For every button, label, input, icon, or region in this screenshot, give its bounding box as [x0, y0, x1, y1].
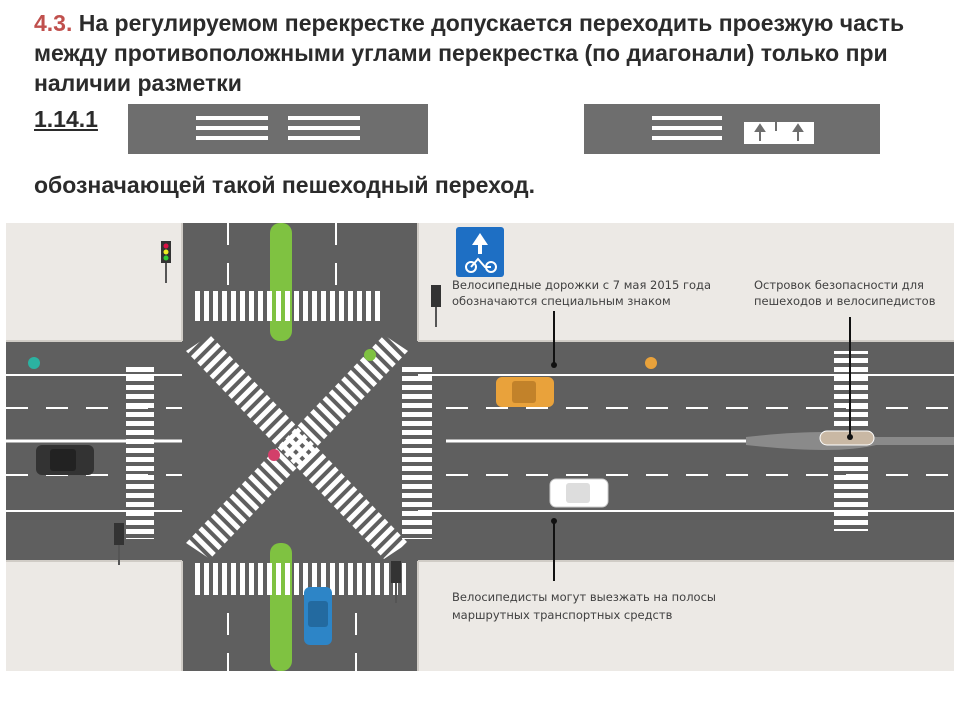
green-bike-lane-bottom — [270, 543, 292, 671]
callout-island-1: Островок безопасности для — [754, 278, 924, 292]
rule-body: На регулируемом перекрестке допускается … — [34, 10, 905, 96]
rule-text-end: обозначающей такой пешеходный переход. — [34, 172, 536, 198]
crosswalk-right — [402, 363, 432, 539]
marking-sample-plain — [128, 104, 428, 154]
green-bike-lane-top — [270, 223, 292, 341]
callout-bus-lane-1: Велосипедисты могут выезжать на полосы — [452, 590, 716, 604]
crosswalk-left — [126, 363, 154, 539]
rule-number: 4.3. — [34, 10, 73, 36]
crosswalk-bottom — [194, 563, 406, 595]
callout-island-2: пешеходов и велосипедистов — [754, 294, 936, 308]
marking-sample-arrows — [584, 104, 880, 154]
callout-bike-paths-2: обозначаются специальным знаком — [452, 294, 671, 308]
callout-bus-lane-2: маршрутных транспортных средств — [452, 608, 673, 622]
police-car — [549, 478, 609, 508]
intersection-illustration: Велосипедные дорожки с 7 мая 2015 года о… — [6, 223, 954, 671]
taxi-car — [496, 377, 554, 407]
rule-text: 4.3. На регулируемом перекрестке допуска… — [34, 8, 914, 98]
traffic-light-icon — [114, 241, 441, 603]
marking-code: 1.14.1 — [34, 106, 98, 132]
black-car — [36, 445, 94, 475]
horizontal-road — [6, 341, 954, 561]
cyclist-icon — [28, 349, 657, 461]
bicycle-path-sign-icon — [456, 227, 504, 277]
diagonal-crosswalk-2 — [186, 335, 408, 559]
blue-car — [304, 587, 332, 645]
crosswalk-top — [194, 291, 380, 321]
callout-bike-paths-1: Велосипедные дорожки с 7 мая 2015 года — [452, 278, 711, 292]
